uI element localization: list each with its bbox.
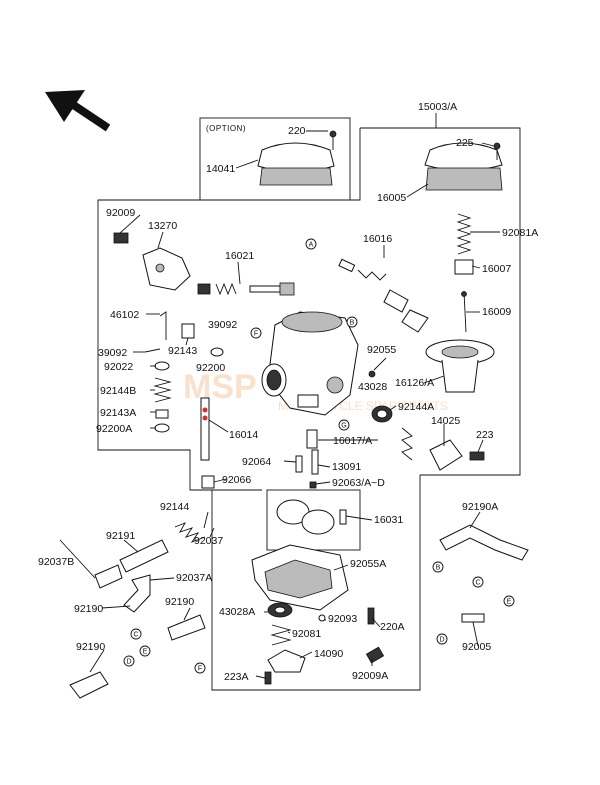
part-label: 92064 <box>242 456 271 468</box>
part-label: 43028A <box>219 606 255 618</box>
part-label: 16021 <box>225 250 254 262</box>
part-label: 92190 <box>165 596 194 608</box>
part-label: 220A <box>380 621 405 633</box>
part-label: 16017/A <box>333 435 372 447</box>
callout-g: G <box>338 419 350 431</box>
part-label: 92093 <box>328 613 357 625</box>
part-label: 14025 <box>431 415 460 427</box>
diaphragm-piston <box>425 339 495 393</box>
part-label: 92055 <box>367 344 396 356</box>
part-label: 92144A <box>398 401 434 413</box>
part-label: 92022 <box>104 361 133 373</box>
callout-a: A <box>305 238 317 250</box>
callout-c-1: C <box>130 628 142 640</box>
callout-f-2: F <box>194 662 206 674</box>
part-number-labels: 15003/A 220 225 14041 16005 92009 13270 … <box>38 101 538 683</box>
part-label: 16126/A <box>395 377 434 389</box>
part-label: 92009 <box>106 207 135 219</box>
svg-text:B: B <box>350 320 355 327</box>
part-label: 16016 <box>363 233 392 245</box>
part-label: 223A <box>224 671 249 683</box>
part-label: 39092 <box>208 319 237 331</box>
svg-text:F: F <box>198 666 202 673</box>
part-label: 92009A <box>352 670 388 682</box>
part-label: 16009 <box>482 306 511 318</box>
carburetor-body <box>261 311 359 416</box>
part-label: 92200 <box>196 362 225 374</box>
part-label: 92063/A~D <box>332 477 385 489</box>
part-label: 92144B <box>100 385 136 397</box>
part-label: 14090 <box>314 648 343 660</box>
part-label: 16031 <box>374 514 403 526</box>
svg-text:E: E <box>143 649 148 656</box>
part-label: 92191 <box>106 530 135 542</box>
reference-callouts: A B F G C D E F B C E D <box>123 238 515 674</box>
part-label: 225 <box>456 137 474 149</box>
part-label: 92190A <box>462 501 498 513</box>
part-label: 92144 <box>160 501 189 513</box>
part-label: 92037 <box>194 535 223 547</box>
part-label: 16007 <box>482 263 511 275</box>
part-label: 92081A <box>502 227 538 239</box>
choke-cable <box>338 258 429 333</box>
part-label: 92037B <box>38 556 74 568</box>
callout-e-1: E <box>139 645 151 657</box>
svg-text:D: D <box>126 659 131 666</box>
part-label: 92143 <box>168 345 197 357</box>
svg-text:B: B <box>436 565 441 572</box>
watermark-main: MSP <box>183 368 257 406</box>
part-label: 92037A <box>176 572 212 584</box>
callout-c-2: C <box>472 576 484 588</box>
svg-text:F: F <box>254 331 258 338</box>
part-label: 92005 <box>462 641 491 653</box>
part-label: 92066 <box>222 474 251 486</box>
part-label: 14041 <box>206 163 235 175</box>
starter-plunger <box>197 282 295 296</box>
part-label: 16014 <box>229 429 258 441</box>
part-label: 92081 <box>292 628 321 640</box>
part-label: 223 <box>476 429 494 441</box>
part-label: 92190 <box>76 641 105 653</box>
svg-text:C: C <box>475 580 480 587</box>
svg-text:C: C <box>133 632 138 639</box>
float-bowl <box>251 544 385 685</box>
pilot-screw-assembly <box>113 232 191 291</box>
part-label: 220 <box>288 125 306 137</box>
callout-b-2: B <box>432 561 444 573</box>
callout-d-1: D <box>123 655 135 667</box>
svg-text:D: D <box>439 637 444 644</box>
svg-text:G: G <box>341 423 346 430</box>
callout-b: B <box>346 316 358 328</box>
float-assembly <box>266 489 361 551</box>
left-small-parts <box>144 311 224 489</box>
right-middle-parts <box>295 370 485 489</box>
callout-d-2: D <box>436 633 448 645</box>
hoses <box>69 522 529 699</box>
part-label: 15003/A <box>418 101 457 113</box>
part-label: 39092 <box>98 347 127 359</box>
part-label: 16005 <box>377 192 406 204</box>
part-label: 43028 <box>358 381 387 393</box>
needle-spring <box>454 213 474 333</box>
assembly-boundary <box>97 117 521 691</box>
part-label: 13091 <box>332 461 361 473</box>
part-label: 92055A <box>350 558 386 570</box>
svg-text:E: E <box>507 599 512 606</box>
option-top-cover <box>257 130 337 186</box>
svg-text:A: A <box>309 242 314 249</box>
top-cover <box>424 142 503 191</box>
part-label: 92190 <box>74 603 103 615</box>
option-title: (OPTION) <box>206 124 246 133</box>
callout-e-2: E <box>503 595 515 607</box>
leader-lines <box>59 113 500 679</box>
part-label: 13270 <box>148 220 177 232</box>
part-label: 92200A <box>96 423 132 435</box>
part-label: 46102 <box>110 309 139 321</box>
callout-f: F <box>250 327 262 339</box>
part-label: 92143A <box>100 407 136 419</box>
direction-arrow-icon <box>45 90 111 132</box>
